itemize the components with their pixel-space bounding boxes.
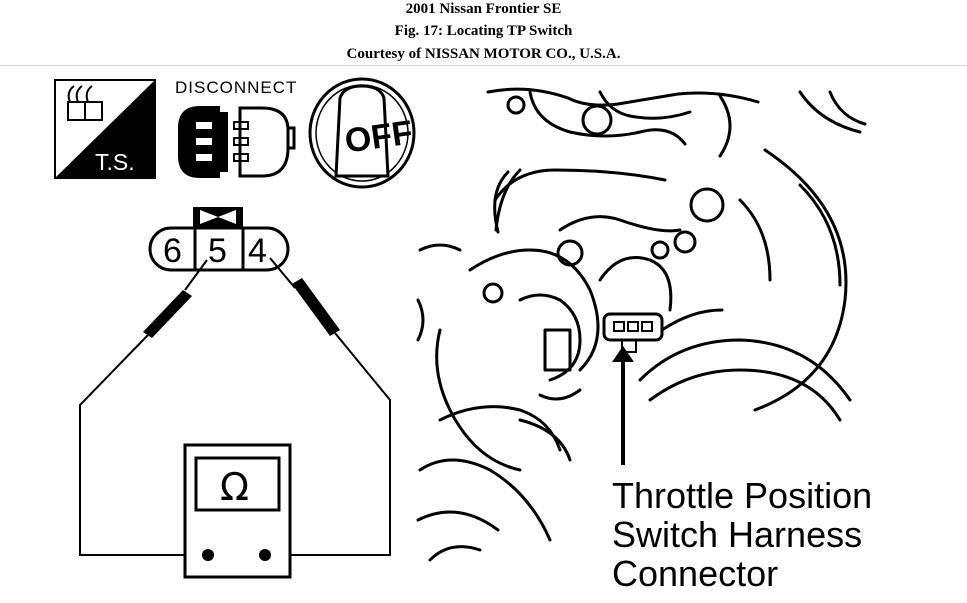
pin-4: 4 [248,232,267,270]
ohmmeter: Ω [183,443,292,579]
ts-icon: T.S. [54,79,156,179]
disconnect-label: DISCONNECT [175,78,297,97]
callout-line-1: Throttle Position [612,475,872,516]
disconnect-icon: DISCONNECT [175,78,297,178]
tp-harness-connector [602,312,664,353]
callout-line-2: Switch Harness [612,514,862,555]
probe-left [79,259,208,556]
pin-6: 6 [163,232,182,270]
engine-illustration [416,87,867,562]
pin-5: 5 [208,232,227,270]
ts-label: T.S. [95,149,135,175]
figure-caption: Fig. 17: Locating TP Switch [394,23,573,39]
probe-right [265,257,391,556]
ohm-symbol: Ω [220,465,249,509]
meter-terminal-right [259,549,271,561]
tp-switch-diagram: T.S. DISCONNECT OFF 6 5 [54,77,872,594]
courtesy-line: Courtesy of NISSAN MOTOR CO., U.S.A. [346,46,621,62]
meter-terminal-left [202,549,214,561]
ignition-key-icon: OFF [308,77,416,189]
connector-face: 6 5 4 [148,207,290,272]
ignition-off-label: OFF [342,114,415,161]
callout-arrow [612,346,634,465]
callout-line-3: Connector [612,553,778,594]
title-vehicle: 2001 Nissan Frontier SE [405,1,562,17]
header-divider [0,65,967,66]
